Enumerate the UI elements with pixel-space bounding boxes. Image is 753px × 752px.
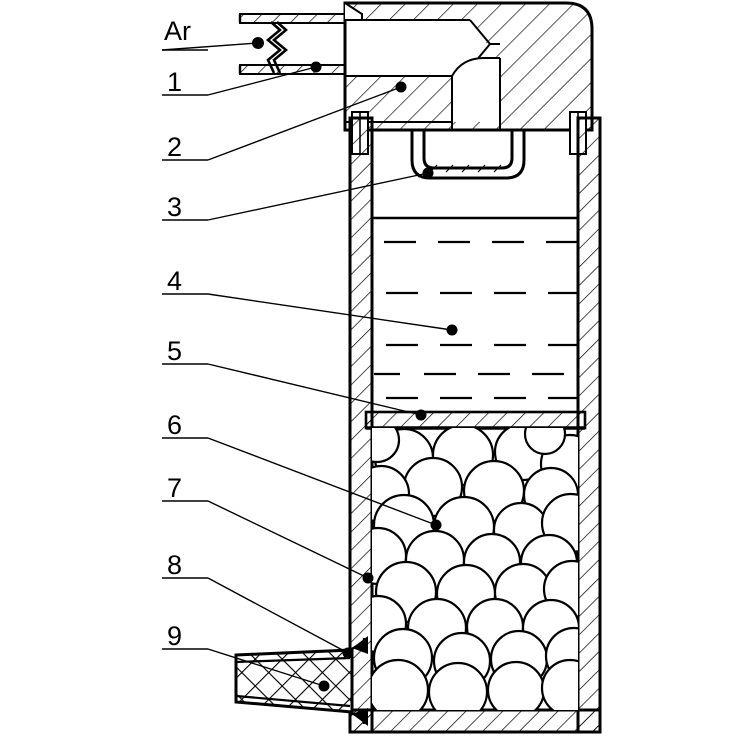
outlet-cone-inner-bottom [235, 694, 351, 708]
head-tube-shoulder [344, 2, 363, 21]
callout-leader-3 [207, 172, 429, 221]
bottom-wall-hatch [350, 710, 600, 732]
head-block-assembly [343, 1, 594, 132]
separator-plate-hatch [366, 412, 585, 428]
callout-leader-5 [207, 363, 422, 416]
callout-leader-7 [207, 500, 369, 579]
inlet-tube-break-zigzag-2 [271, 21, 289, 74]
inlet-tube-break-zigzag [265, 21, 283, 74]
callout-label-3: 3 [167, 192, 182, 222]
argon-leader-line [161, 42, 259, 51]
callout-label-6: 6 [167, 410, 182, 440]
callout-label-8: 8 [167, 550, 182, 580]
callout-leader-1 [207, 66, 317, 96]
callout-dot-4 [446, 324, 458, 336]
callout-leader-6 [207, 437, 437, 526]
gasket-inner-contour [422, 130, 514, 170]
callout-leader-8 [207, 577, 349, 654]
callout-dot-5 [415, 409, 427, 421]
callout-leader-4 [207, 293, 453, 331]
liquid-precursor-chamber [372, 216, 578, 400]
callout-dot-2 [395, 81, 407, 93]
right-wall-hatch [578, 118, 600, 732]
callout-leader-2 [207, 86, 402, 161]
callout-label-5: 5 [167, 336, 182, 366]
liquid-dash-lines [374, 240, 578, 400]
head-inner-boss-curve [451, 57, 500, 77]
outlet-cone-inner-top [235, 656, 351, 664]
callout-dot-8 [342, 647, 354, 659]
inlet-tube-lower-wall-hatch [240, 65, 362, 74]
callout-dot-1 [310, 61, 322, 73]
callout-dot-6 [430, 519, 442, 531]
callout-leader-9 [207, 648, 325, 687]
callout-label-1: 1 [167, 67, 182, 97]
callout-label-4: 4 [167, 266, 182, 296]
separator-plate [364, 410, 587, 430]
argon-leader-dot [252, 37, 264, 49]
callout-label-2: 2 [167, 132, 182, 162]
argon-label-text: Ar [164, 16, 191, 46]
head-block-outline [343, 1, 594, 132]
spherical-packing-bed [372, 428, 578, 710]
packing-spheres [372, 428, 578, 710]
inlet-tube-upper-wall-hatch [240, 14, 362, 23]
callout-dot-3 [422, 167, 434, 179]
outlet-cone-lower-wedge [352, 708, 368, 726]
callout-labels: 1 2 3 4 5 6 7 8 9 [167, 67, 182, 651]
outlet-cone-upper-wedge [352, 636, 368, 654]
callout-leader-lines [162, 66, 453, 687]
callout-dot-9 [318, 680, 330, 692]
callout-label-7: 7 [167, 473, 182, 503]
outlet-cone-assembly [234, 636, 368, 726]
callout-dot-7 [362, 572, 374, 584]
head-lower-lip-hatch [345, 76, 452, 122]
callout-label-9: 9 [167, 621, 182, 651]
gasket-outer-contour [410, 130, 526, 180]
callout-target-dots [310, 61, 458, 692]
argon-gas-label-group: Ar [161, 16, 264, 51]
outlet-cone-mesh-fill [236, 650, 352, 712]
